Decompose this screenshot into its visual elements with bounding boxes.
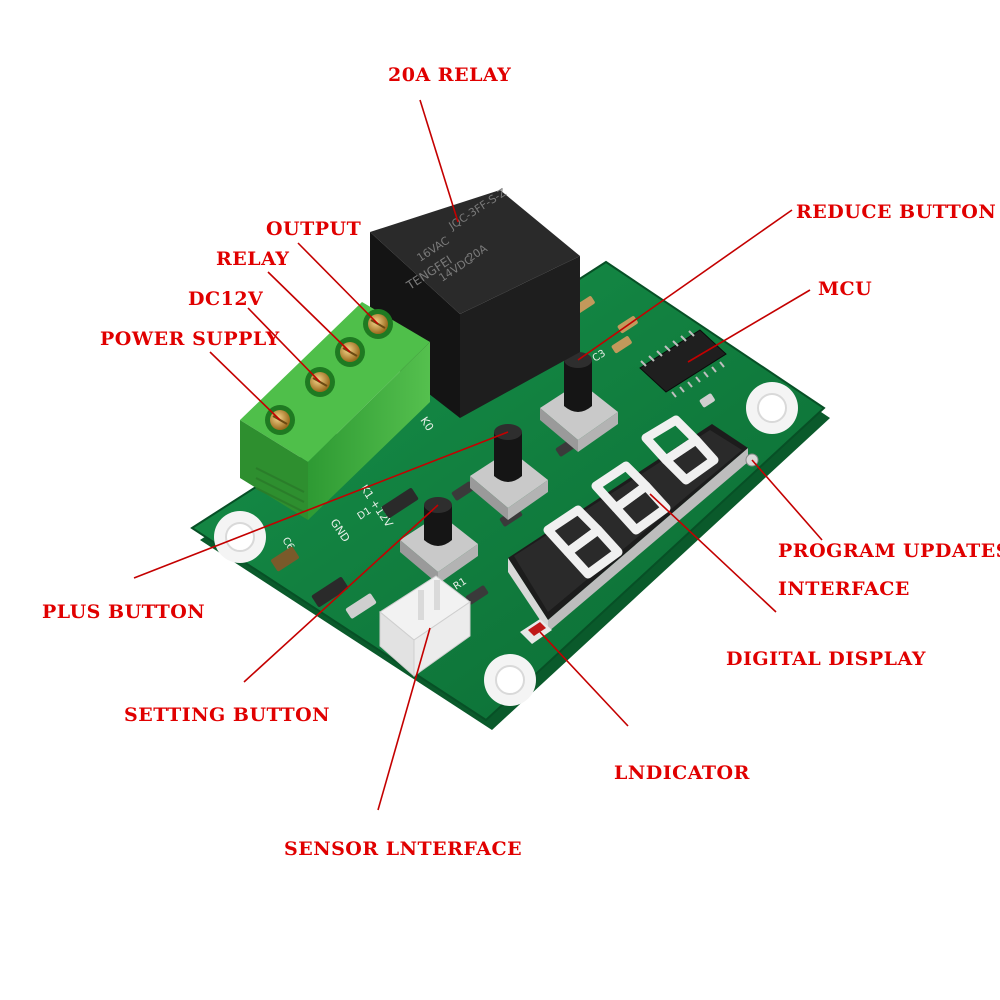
label-power-supply: POWER SUPPLY [100, 328, 280, 350]
label-dc12v: DC12V [188, 288, 264, 310]
indicator-led [520, 619, 552, 644]
leader-power-supply [209, 351, 281, 421]
leader-mcu [687, 289, 811, 363]
leader-indicator [539, 631, 629, 727]
plus-button-body [470, 424, 548, 520]
digital-display [508, 415, 748, 632]
leader-relay-20a [419, 99, 459, 223]
label-program-updates-interface: INTERFACE [778, 578, 910, 600]
leader-plus-button [133, 431, 509, 579]
label-sensor-interface: SENSOR LNTERFACE [284, 838, 523, 860]
leader-sensor-interface [377, 627, 431, 811]
label-output: OUTPUT [266, 218, 362, 240]
label-digital-display: DIGITAL DISPLAY [726, 648, 926, 670]
label-plus-button: PLUS BUTTON [42, 601, 206, 623]
label-indicator: LNDICATOR [614, 762, 750, 784]
leader-reduce-button [577, 209, 793, 361]
label-20a-relay: 20A RELAY [388, 64, 512, 86]
leader-setting-button [243, 504, 439, 683]
label-setting-button: SETTING BUTTON [124, 704, 331, 726]
leader-relay [267, 271, 351, 353]
leader-digital-display [649, 493, 777, 613]
label-program-updates: PROGRAM UPDATES [778, 540, 1000, 562]
mcu-chip [639, 329, 727, 398]
relay-body: TENGFEI 16VAC 14VDC 20A JQC-3FF-S-Z [370, 186, 580, 418]
leader-lines [133, 99, 823, 811]
leader-program-interface [751, 459, 823, 541]
label-reduce-button: REDUCE BUTTON [796, 201, 997, 223]
leader-output [297, 242, 379, 325]
leader-dc12v [247, 307, 321, 383]
label-mcu: MCU [818, 278, 873, 300]
label-relay: RELAY [216, 248, 290, 270]
setting-button-body [400, 497, 478, 584]
mounting-hole [484, 654, 536, 706]
mounting-hole [746, 382, 798, 434]
sensor-connector [379, 575, 471, 678]
